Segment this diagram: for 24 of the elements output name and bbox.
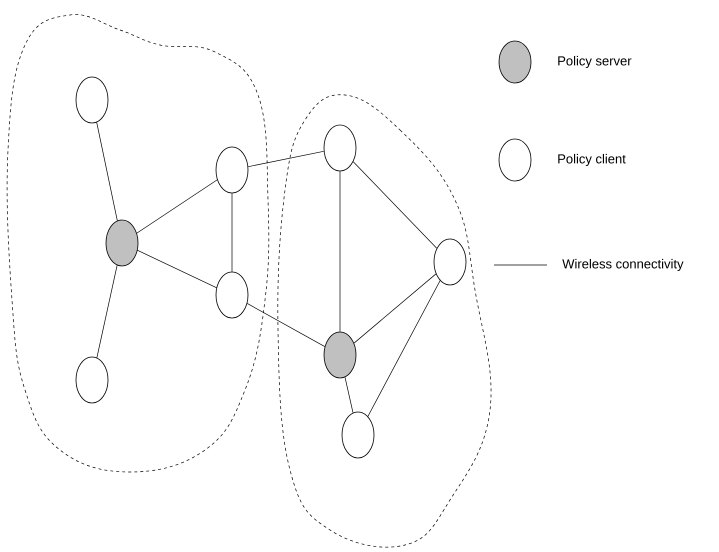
client-node: [76, 356, 108, 404]
client-node: [76, 76, 108, 124]
connection-line: [137, 250, 217, 288]
connection-line: [136, 180, 218, 234]
group-outline: [6, 14, 270, 472]
server-node: [106, 220, 138, 266]
client-node: [216, 272, 248, 318]
connection-line: [352, 161, 438, 249]
client-node: [342, 412, 374, 458]
server-node: [324, 332, 356, 378]
legend-label: Wireless connectivity: [562, 258, 684, 272]
connection-line: [344, 376, 354, 414]
connection-line: [96, 264, 118, 358]
connection-line: [368, 280, 440, 417]
group-outline: [277, 94, 492, 548]
connection-line: [96, 122, 118, 221]
connection-line: [248, 150, 324, 168]
client-node: [324, 124, 356, 172]
legend-label: Policy client: [558, 154, 626, 166]
legend-label: Policy server: [558, 56, 632, 68]
client-node: [434, 238, 466, 286]
client-node: [216, 146, 248, 194]
connection-line: [246, 303, 326, 347]
connection-line: [354, 274, 436, 344]
